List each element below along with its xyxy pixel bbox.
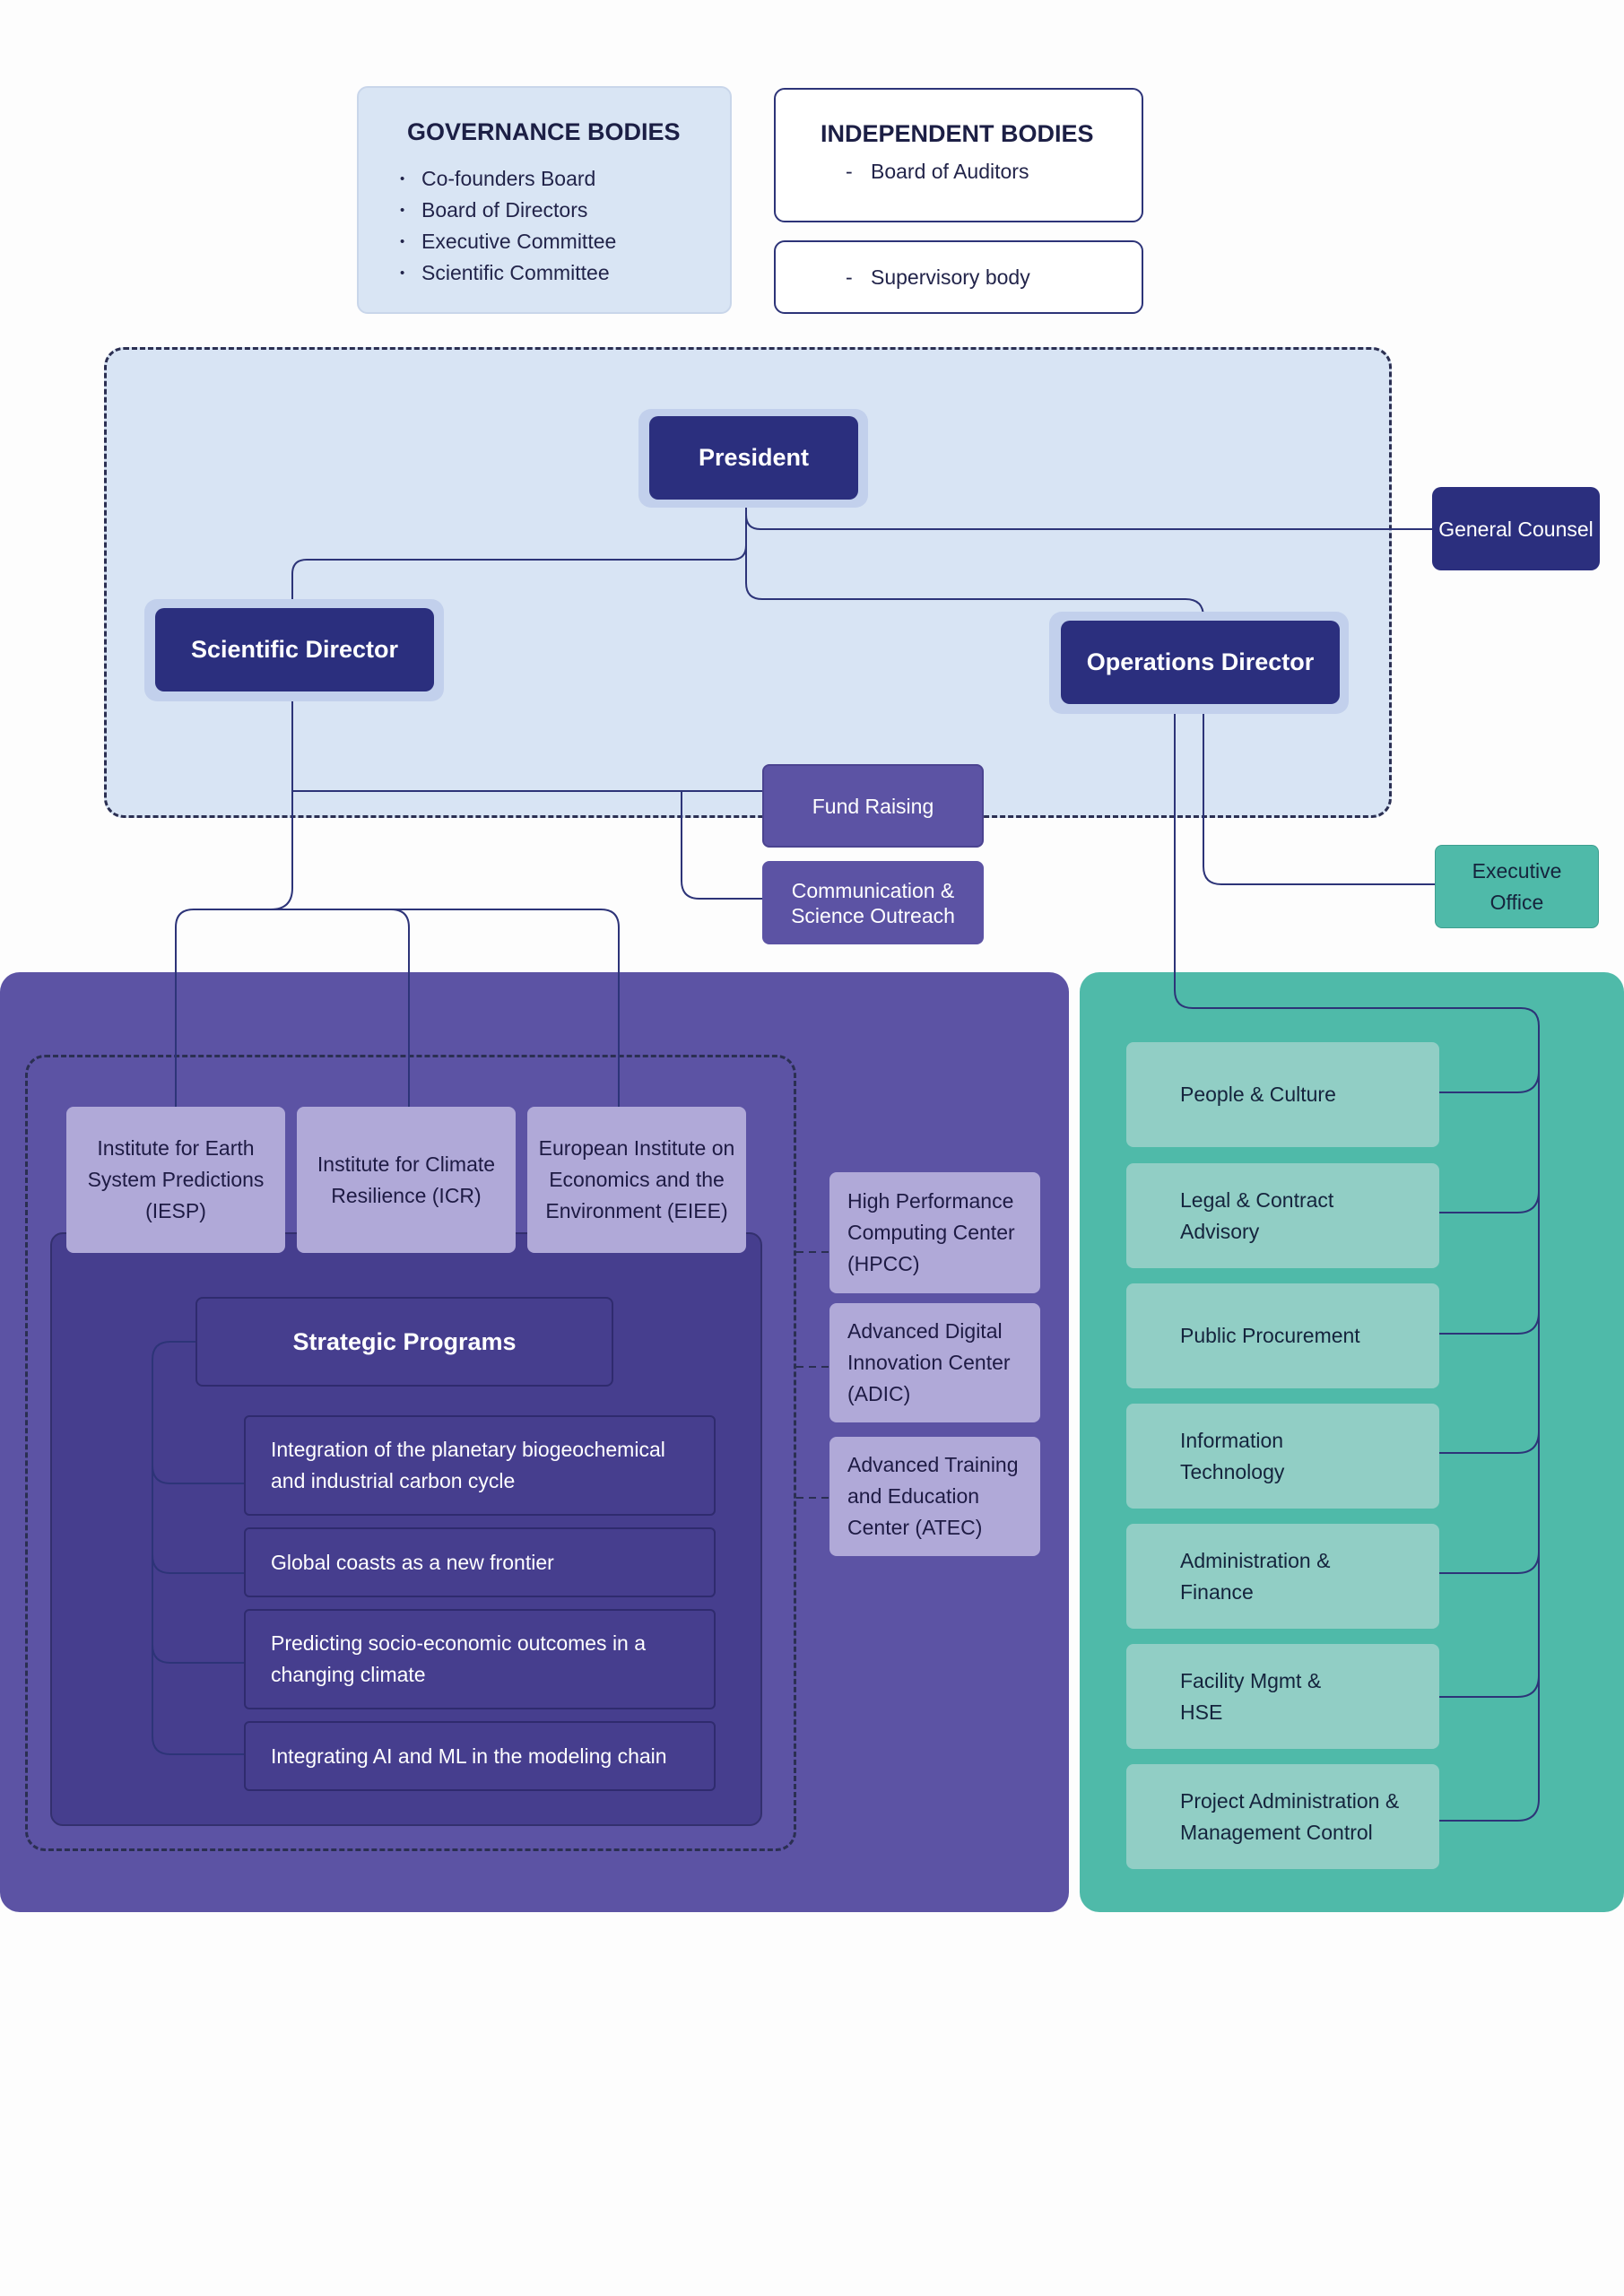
center-adic[interactable]: Advanced Digital Innovation Center (ADIC… xyxy=(829,1303,1040,1422)
governance-title: GOVERNANCE BODIES xyxy=(407,118,681,145)
institutes-dashed-group xyxy=(25,1055,796,1851)
institute-iesp[interactable]: Institute for Earth System Predictions (… xyxy=(66,1107,285,1253)
fund-raising-node[interactable]: Fund Raising xyxy=(762,764,984,848)
supervisory-body-box: - Supervisory body xyxy=(774,240,1143,314)
program-ai-ml[interactable]: Integrating AI and ML in the modeling ch… xyxy=(244,1721,716,1791)
strategic-programs-title: Strategic Programs xyxy=(195,1297,613,1387)
unit-project-administration[interactable]: Project Administration & Management Cont… xyxy=(1126,1764,1439,1869)
unit-information-technology[interactable]: Information Technology xyxy=(1126,1404,1439,1509)
institute-eiee[interactable]: European Institute on Economics and the … xyxy=(527,1107,746,1253)
dash-marker: - xyxy=(846,265,853,289)
unit-facility-hse[interactable]: Facility Mgmt & HSE xyxy=(1126,1644,1439,1749)
center-hpcc[interactable]: High Performance Computing Center (HPCC) xyxy=(829,1172,1040,1293)
executive-office-node[interactable]: Executive Office xyxy=(1435,845,1599,928)
unit-legal-contract[interactable]: Legal & Contract Advisory xyxy=(1126,1163,1439,1268)
dash-marker: - xyxy=(846,160,853,183)
program-carbon-cycle[interactable]: Integration of the planetary biogeochemi… xyxy=(244,1415,716,1516)
institute-icr[interactable]: Institute for Climate Resilience (ICR) xyxy=(297,1107,516,1253)
communication-node[interactable]: Communication & Science Outreach xyxy=(762,861,984,944)
independent-title: INDEPENDENT BODIES xyxy=(821,120,1094,147)
independent-bodies-box: INDEPENDENT BODIES - Board of Auditors xyxy=(774,88,1143,222)
governance-item: Board of Directors xyxy=(400,195,616,226)
supervisory-body: Supervisory body xyxy=(871,265,1030,289)
unit-people-culture[interactable]: People & Culture xyxy=(1126,1042,1439,1147)
president-node[interactable]: President xyxy=(649,416,858,500)
unit-administration-finance[interactable]: Administration & Finance xyxy=(1126,1524,1439,1629)
governance-bodies-box: GOVERNANCE BODIES Co-founders Board Boar… xyxy=(357,86,732,314)
unit-public-procurement[interactable]: Public Procurement xyxy=(1126,1283,1439,1388)
operations-director-node[interactable]: Operations Director xyxy=(1061,621,1340,704)
governance-list: Co-founders Board Board of Directors Exe… xyxy=(400,163,616,289)
governance-item: Executive Committee xyxy=(400,226,616,257)
general-counsel-node[interactable]: General Counsel xyxy=(1432,487,1600,570)
program-socio-economic[interactable]: Predicting socio-economic outcomes in a … xyxy=(244,1609,716,1709)
program-global-coasts[interactable]: Global coasts as a new frontier xyxy=(244,1527,716,1597)
scientific-director-node[interactable]: Scientific Director xyxy=(155,608,434,691)
governance-item: Scientific Committee xyxy=(400,257,616,289)
board-of-auditors: Board of Auditors xyxy=(871,160,1029,183)
governance-item: Co-founders Board xyxy=(400,163,616,195)
center-atec[interactable]: Advanced Training and Education Center (… xyxy=(829,1437,1040,1556)
